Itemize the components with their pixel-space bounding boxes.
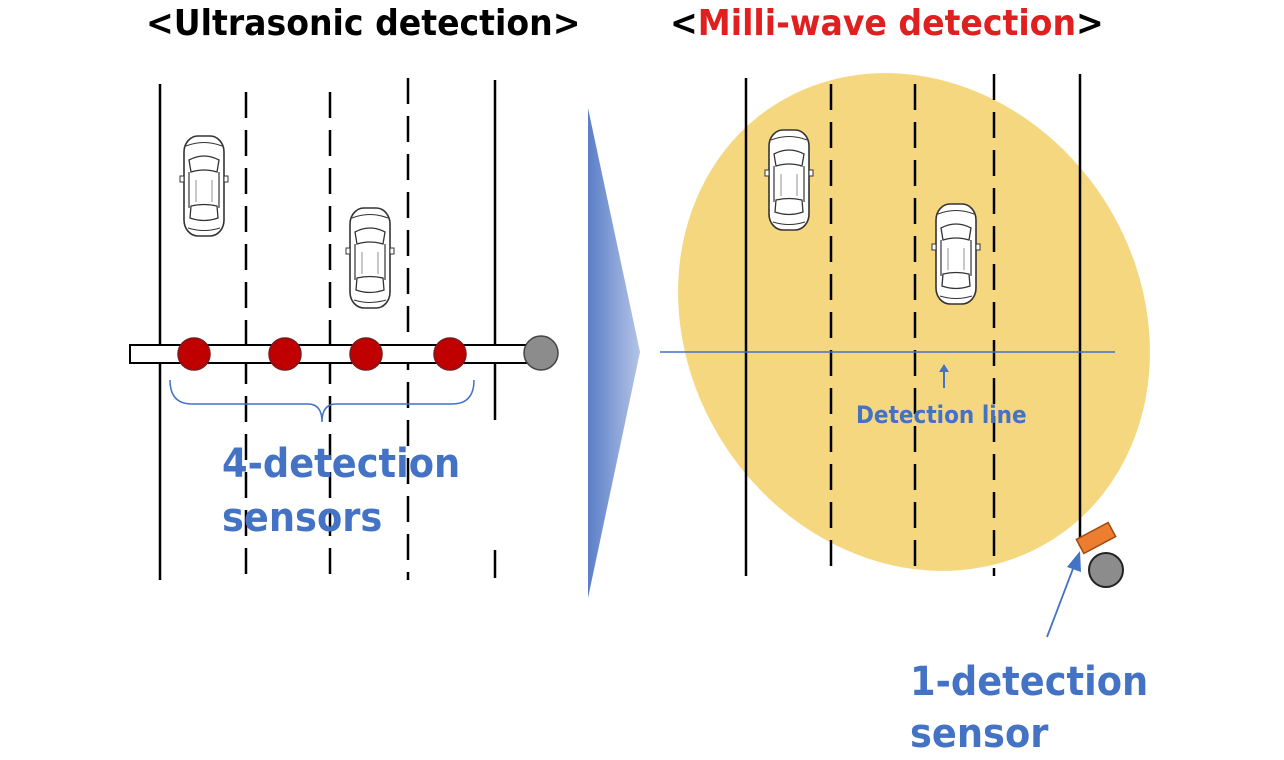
pole-icon xyxy=(523,335,559,371)
pole-icon xyxy=(1088,552,1124,588)
ultrasonic-title: <Ultrasonic detection> xyxy=(146,3,581,44)
milliwave-title: <Milli-wave detection> xyxy=(670,2,1104,46)
ultrasonic-sensor-icon xyxy=(433,337,467,371)
ultrasonic-sensor-icon xyxy=(349,337,383,371)
left-sensor-label-line2: sensors xyxy=(222,495,383,541)
milliwave-title-suffix: > xyxy=(1076,3,1104,44)
car-icon xyxy=(764,129,814,231)
right-sensor-label-line2: sensor xyxy=(910,711,1049,757)
radar-sensor-icon xyxy=(1075,521,1117,555)
sensor-brace xyxy=(169,379,475,423)
detection-line-arrowhead-icon xyxy=(939,364,949,372)
right-road xyxy=(744,74,1082,576)
car-icon xyxy=(179,135,229,237)
milliwave-title-accent: Milli-wave detection xyxy=(697,3,1077,44)
transition-arrow-icon xyxy=(588,108,640,598)
right-sensor-label-line1: 1-detection xyxy=(910,659,1149,705)
sensor-pointer-line xyxy=(1046,565,1075,638)
milliwave-title-prefix: < xyxy=(670,3,698,44)
sensor-pointer-arrowhead-icon xyxy=(1067,551,1081,572)
ultrasonic-sensor-icon xyxy=(268,337,302,371)
car-icon xyxy=(345,207,395,309)
ultrasonic-sensor-icon xyxy=(177,337,211,371)
left-sensor-label-line1: 4-detection xyxy=(222,441,461,487)
car-icon xyxy=(931,203,981,305)
detection-line-label: Detection line xyxy=(856,401,1027,429)
